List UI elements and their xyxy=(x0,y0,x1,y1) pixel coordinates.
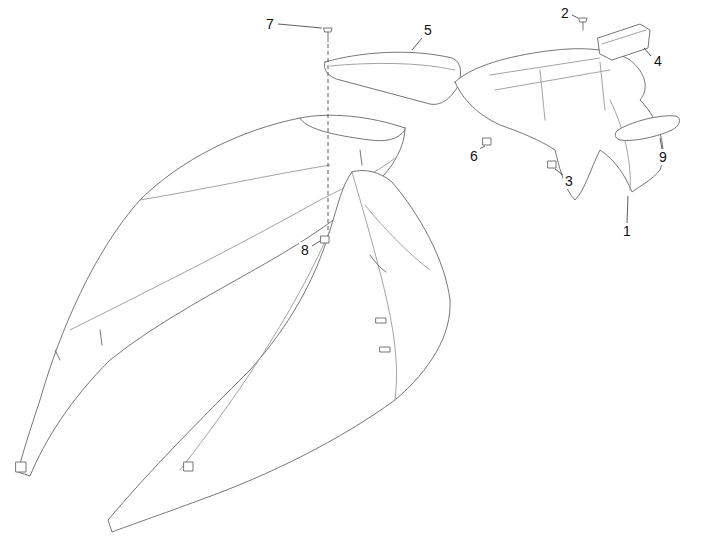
callout-number: 4 xyxy=(652,53,664,69)
callout-number: 2 xyxy=(559,5,571,21)
plate-holder xyxy=(598,24,650,60)
rear-cover-part xyxy=(324,52,460,104)
right-side-cover xyxy=(108,170,450,532)
callout-number: 9 xyxy=(657,149,669,165)
callout-number: 6 xyxy=(468,148,480,164)
callout-number: 8 xyxy=(299,242,311,258)
callout-number: 5 xyxy=(422,22,434,38)
callout-number: 1 xyxy=(621,223,633,239)
fasteners xyxy=(321,18,587,243)
reflector xyxy=(615,116,679,141)
callout-number: 3 xyxy=(563,173,575,189)
leader-lines xyxy=(278,15,662,246)
callout-number: 7 xyxy=(264,16,276,32)
